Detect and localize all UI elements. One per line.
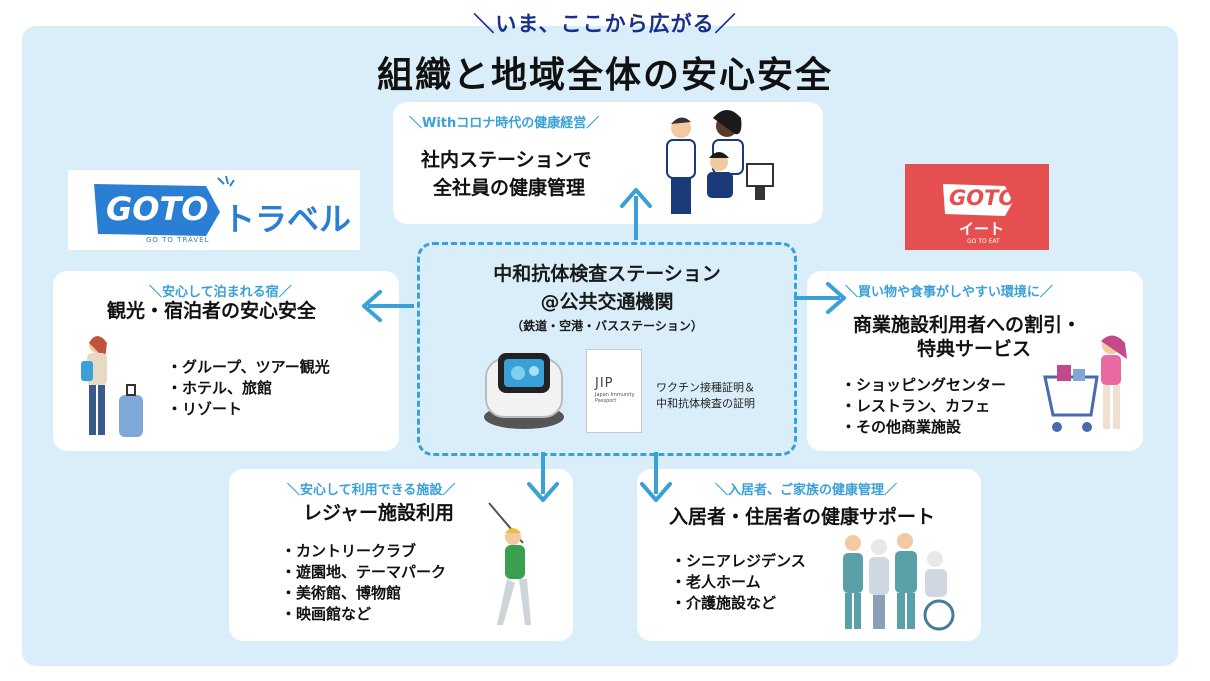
list-item: 遊園地、テーマパーク <box>281 562 446 583</box>
leisure-list: カントリークラブ 遊園地、テーマパーク 美術館、博物館 映画館など <box>281 541 446 625</box>
residents-list: シニアレジデンス 老人ホーム 介護施設など <box>671 551 806 614</box>
test-device-icon <box>484 353 564 429</box>
tagline: ＼いま、ここから広がる／ <box>473 12 737 36</box>
arrow-left-icon <box>362 290 414 322</box>
list-item: シニアレジデンス <box>671 551 806 572</box>
goto-flag-icon <box>94 175 235 236</box>
goto-eat-flag-icon <box>943 184 1013 216</box>
list-item: 介護施設など <box>671 593 806 614</box>
tourism-list: グループ、ツアー観光 ホテル、旅館 リゾート <box>167 357 330 420</box>
passport-caption-1: ワクチン接種証明＆ <box>656 381 755 394</box>
goto-travel-logo: GOTO トラベル GO TO TRAVEL <box>68 170 360 250</box>
shopping-cart-icon <box>1043 335 1127 432</box>
arrow-down-right-icon <box>640 452 672 502</box>
test-station-hub: 中和抗体検査ステーション @公共交通機関 （鉄道・空港・バスステーション） JI… <box>417 242 797 456</box>
list-item: 映画館など <box>281 604 446 625</box>
caregivers-icon <box>843 533 955 631</box>
goto-eat-mark: GOTO <box>949 186 1017 210</box>
arrow-down-left-icon <box>527 452 559 502</box>
list-item: 美術館、博物館 <box>281 583 446 604</box>
golfer-icon <box>488 502 531 625</box>
commerce-title-1: 商業施設利用者への割引・ <box>853 314 1082 336</box>
leisure-subtitle: ＼安心して利用できる施設／ <box>287 483 456 498</box>
list-item: ショッピングセンター <box>841 375 1006 396</box>
list-item: グループ、ツアー観光 <box>167 357 330 378</box>
page-title: 組織と地域全体の安心安全 <box>376 55 833 96</box>
workplace-subtitle: ＼Withコロナ時代の健康経営／ <box>409 116 600 131</box>
workplace-title-2: 全社員の健康管理 <box>433 177 586 199</box>
passport-document: JIP Japan Immunity Passport <box>586 349 642 433</box>
arrow-right-icon <box>794 282 846 314</box>
list-item: 老人ホーム <box>671 572 806 593</box>
goto-travel-mark: GOTO <box>106 190 209 228</box>
workplace-title-1: 社内ステーションで <box>421 149 592 171</box>
tourism-card: ＼安心して泊まれる宿／ 観光・宿泊者の安心安全 グループ、ツアー観光 ホテル、旅… <box>53 271 399 451</box>
commerce-card: ＼買い物や食事がしやすい環境に／ 商業施設利用者への割引・ 特典サービス ショッ… <box>807 271 1143 451</box>
leisure-title: レジャー施設利用 <box>303 502 455 524</box>
commerce-title-2: 特典サービス <box>917 338 1032 360</box>
passport-brand: JIP <box>595 376 614 391</box>
list-item: その他商業施設 <box>841 417 1006 438</box>
arrow-up-icon <box>620 188 652 240</box>
leisure-card: ＼安心して利用できる施設／ レジャー施設利用 カントリークラブ 遊園地、テーマパ… <box>229 469 573 641</box>
residents-title: 入居者・住居者の健康サポート <box>669 506 936 528</box>
list-item: ホテル、旅館 <box>167 378 330 399</box>
goto-eat-word: イート <box>959 220 1005 238</box>
traveler-icon <box>81 336 143 437</box>
hub-title-2: @公共交通機関 <box>540 291 674 313</box>
hub-subtitle: （鉄道・空港・バスステーション） <box>511 319 703 333</box>
tourism-subtitle: ＼安心して泊まれる宿／ <box>149 285 292 300</box>
residents-subtitle: ＼入居者、ご家族の健康管理／ <box>715 483 898 498</box>
list-item: カントリークラブ <box>281 541 446 562</box>
list-item: リゾート <box>167 399 330 420</box>
goto-eat-logo: GOTO イート GO TO EAT <box>905 164 1049 250</box>
workplace-card: ＼Withコロナ時代の健康経営／ 社内ステーションで 全社員の健康管理 <box>393 102 823 224</box>
list-item: レストラン、カフェ <box>841 396 1006 417</box>
goto-travel-small: GO TO TRAVEL <box>146 236 210 244</box>
residents-card: ＼入居者、ご家族の健康管理／ 入居者・住居者の健康サポート シニアレジデンス 老… <box>637 469 981 641</box>
tourism-title: 観光・宿泊者の安心安全 <box>107 300 317 322</box>
passport-caption-2: 中和抗体検査の証明 <box>656 397 755 410</box>
commerce-list: ショッピングセンター レストラン、カフェ その他商業施設 <box>841 375 1006 438</box>
goto-eat-small: GO TO EAT <box>967 238 1000 245</box>
goto-travel-word: トラベル <box>223 200 352 238</box>
office-workers-icon <box>666 110 774 214</box>
passport-text: Japan Immunity Passport <box>595 392 635 404</box>
commerce-subtitle: ＼買い物や食事がしやすい環境に／ <box>845 285 1053 300</box>
hub-title-1: 中和抗体検査ステーション <box>493 263 721 285</box>
